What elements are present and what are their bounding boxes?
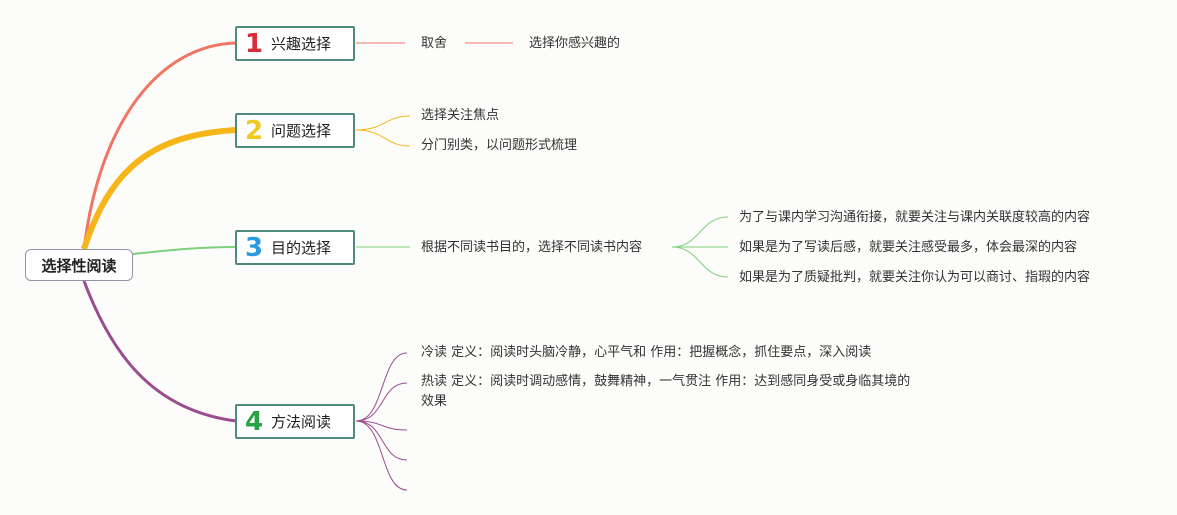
interest-item[interactable]: 取舍 xyxy=(421,36,448,51)
wire-method-5 xyxy=(355,420,408,491)
method-item-2[interactable]: 热读 定义：阅读时调动感情，鼓舞精神，一气贯注 作用：达到感同身受或身临其境的效… xyxy=(421,374,911,409)
wire-purpose-1 xyxy=(671,216,729,248)
topic-number: 2 xyxy=(244,115,264,146)
purpose-item[interactable]: 根据不同读书目的，选择不同读书内容 xyxy=(421,240,643,255)
wire-method-3 xyxy=(355,420,408,431)
interest-detail[interactable]: 选择你感兴趣的 xyxy=(529,36,621,51)
purpose-detail-1[interactable]: 为了与课内学习沟通衔接，就要关注与课内关联度较高的内容 xyxy=(739,210,1091,225)
branch-method xyxy=(82,280,237,423)
topic-method[interactable]: 4 方法阅读 xyxy=(235,404,355,439)
wire-method-4 xyxy=(355,420,408,461)
topic-question[interactable]: 2 问题选择 xyxy=(235,113,355,148)
topic-label: 问题选择 xyxy=(271,122,332,140)
method-item-1[interactable]: 冷读 定义：阅读时头脑冷静，心平气和 作用：把握概念，抓住要点，深入阅读 xyxy=(421,345,872,360)
wire-method-2 xyxy=(355,382,408,422)
topic-number: 1 xyxy=(244,28,264,59)
purpose-detail-2[interactable]: 如果是为了写读后感，就要关注感受最多，体会最深的内容 xyxy=(739,240,1078,255)
purpose-detail-3[interactable]: 如果是为了质疑批判，就要关注你认为可以商讨、指瑕的内容 xyxy=(739,270,1091,285)
topic-interest[interactable]: 1 兴趣选择 xyxy=(235,26,355,61)
branch-purpose xyxy=(132,246,237,255)
question-item-1[interactable]: 选择关注焦点 xyxy=(421,108,500,123)
topic-label: 方法阅读 xyxy=(271,413,332,431)
topic-purpose[interactable]: 3 目的选择 xyxy=(235,230,355,265)
branch-question xyxy=(81,127,237,250)
branch-interest xyxy=(82,41,237,250)
question-item-2[interactable]: 分门别类，以问题形式梳理 xyxy=(421,138,578,153)
wire-question-1 xyxy=(355,115,411,131)
root-label: 选择性阅读 xyxy=(41,256,117,275)
topic-number: 4 xyxy=(244,406,264,437)
wire-question-2 xyxy=(355,129,411,147)
topic-number: 3 xyxy=(244,232,264,263)
wire-purpose-3 xyxy=(671,246,729,278)
wire-method-1 xyxy=(355,352,408,422)
topic-label: 目的选择 xyxy=(271,239,332,257)
topic-label: 兴趣选择 xyxy=(271,35,332,53)
root-node[interactable]: 选择性阅读 xyxy=(25,249,133,281)
